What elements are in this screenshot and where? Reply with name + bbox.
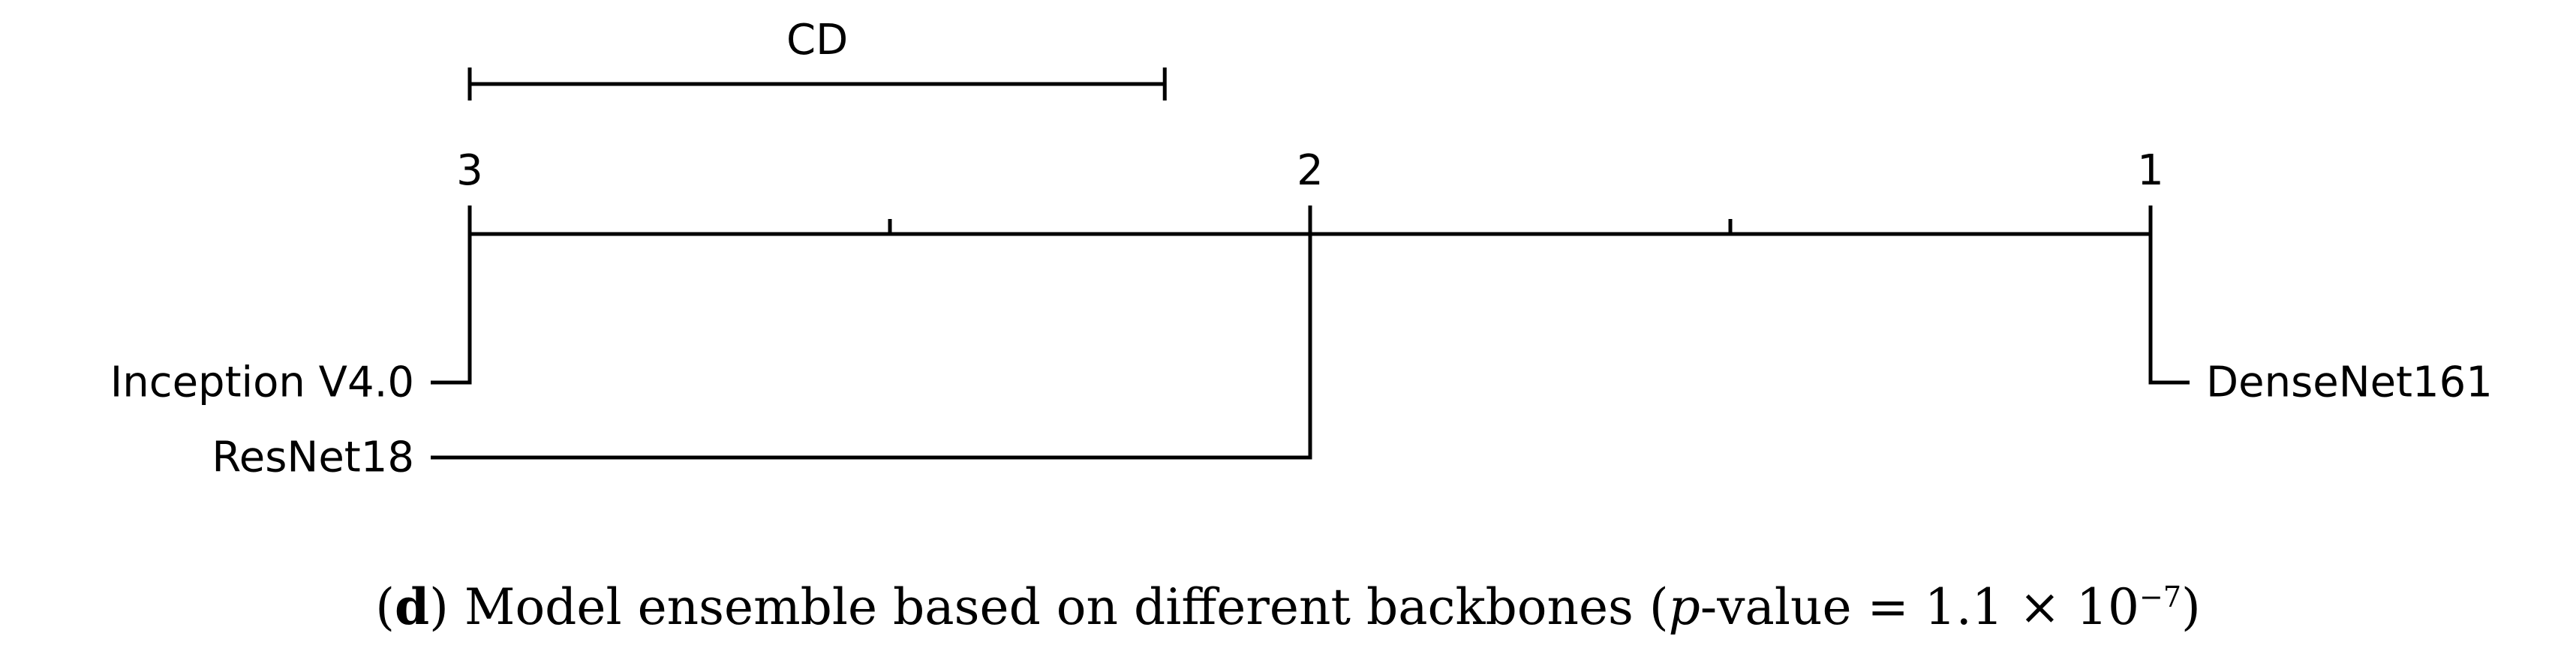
rank-axis: 3 2 1 — [456, 146, 2164, 236]
caption-pvalue-text: -value = 1.1 × 10 — [1700, 578, 2139, 636]
method-label: Inception V4.0 — [110, 358, 414, 407]
axis-tick-label: 1 — [2137, 146, 2164, 195]
method-connector — [2148, 234, 2190, 385]
axis-tick-label: 2 — [1297, 146, 1324, 195]
caption-open-paren: ( — [375, 578, 395, 636]
method-label: ResNet18 — [212, 434, 414, 482]
caption-text: Model ensemble based on different backbo… — [448, 578, 1669, 636]
axis-tick-label: 3 — [456, 146, 483, 195]
method-label: DenseNet161 — [2206, 358, 2493, 407]
figure-caption: (d) Model ensemble based on different ba… — [0, 578, 2576, 636]
caption-p-variable: p — [1668, 578, 1700, 636]
method-connector — [431, 234, 1312, 460]
caption-close-paren: ) — [429, 578, 449, 636]
cd-label: CD — [786, 16, 848, 64]
cd-bar-group: CD — [467, 16, 1167, 100]
method-connector — [431, 234, 472, 385]
caption-panel-letter: d — [394, 578, 430, 636]
caption-closing-paren: ) — [2181, 578, 2201, 636]
caption-exponent: −7 — [2139, 580, 2182, 614]
